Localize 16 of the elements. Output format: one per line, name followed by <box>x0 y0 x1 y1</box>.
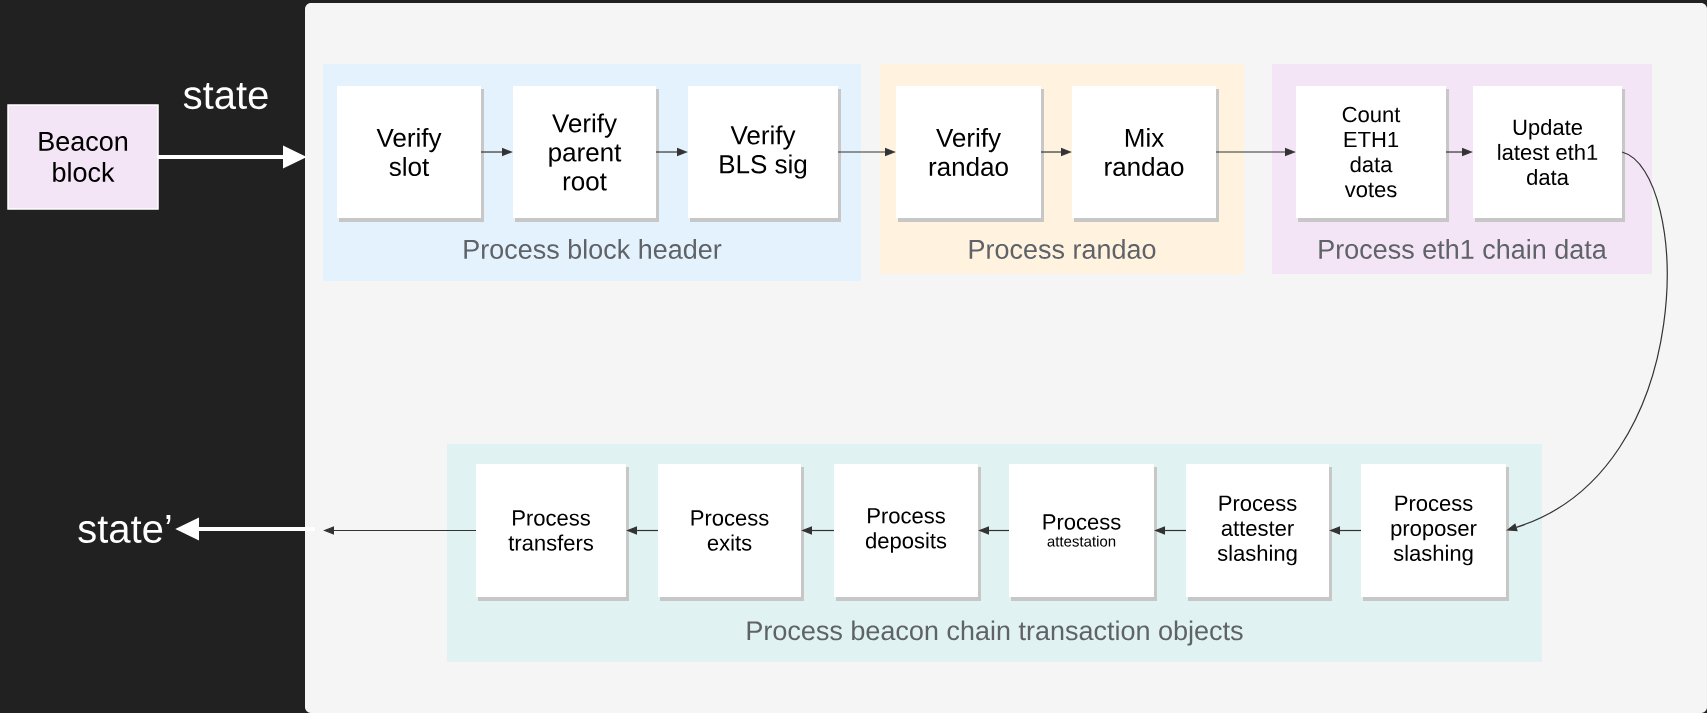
process-box: Update latest eth1 data <box>1473 86 1625 222</box>
state-label: state’ <box>78 515 171 543</box>
process-box: Process proposer slashing <box>1361 464 1509 601</box>
process-box: Verify slot <box>337 86 484 222</box>
block-box: Beacon block <box>7 104 159 210</box>
process-box: Process exits <box>658 464 804 601</box>
process-box: Process attester slashing <box>1186 464 1332 601</box>
process-box: Count ETH1 data votes <box>1296 86 1449 222</box>
process-box: Verify randao <box>896 86 1044 222</box>
process-box: Verify parent root <box>513 86 659 222</box>
process-box: Process deposits <box>834 464 981 601</box>
process-box: Mix randao <box>1072 86 1219 222</box>
state-label: state <box>183 82 268 110</box>
process-box: Process transfers <box>476 464 629 601</box>
process-box: Process attestation <box>1009 464 1157 601</box>
process-box: Verify BLS sig <box>688 86 841 222</box>
